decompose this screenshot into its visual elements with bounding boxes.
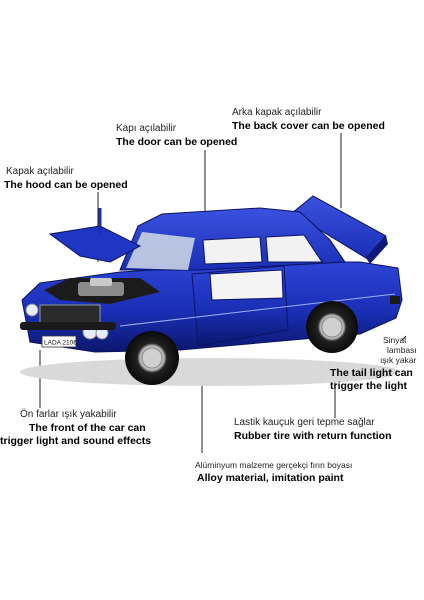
front-label-tr: Ön farlar ışık yakabilir bbox=[20, 409, 117, 420]
hood-label-en: The hood can be opened bbox=[4, 179, 128, 191]
license-plate bbox=[41, 335, 77, 348]
tail-light bbox=[390, 296, 400, 304]
hood-label-tr: Kapak açılabilir bbox=[6, 166, 74, 177]
headlight-left bbox=[25, 303, 39, 317]
car-shadow bbox=[20, 358, 400, 386]
back-label-en: The back cover can be opened bbox=[232, 120, 385, 132]
tail-label-tr-2: lambası bbox=[387, 345, 417, 355]
tire-label-tr: Lastik kauçuk geri tepme sağlar bbox=[234, 417, 375, 428]
door-label-tr: Kapı açılabilir bbox=[116, 123, 177, 134]
front-label-en-2: trigger light and sound effects bbox=[0, 435, 152, 447]
tail-label-en-2: trigger the light bbox=[330, 380, 407, 392]
tail-label-tr-1: Sinyal bbox=[383, 335, 407, 345]
front-label-en-1: The front of the car can bbox=[29, 422, 146, 434]
side-window-front bbox=[202, 236, 263, 265]
door-label-en: The door can be opened bbox=[116, 136, 238, 148]
material-label-en: Alloy material, imitation paint bbox=[197, 472, 344, 484]
hood-lid bbox=[48, 225, 142, 263]
material-label-tr: Alüminyum malzeme gerçekçi fırın boyası bbox=[195, 460, 353, 470]
tail-label-tr-3: ışık yakar bbox=[380, 355, 417, 365]
back-label-tr: Arka kapak açılabilir bbox=[232, 107, 322, 118]
tire-label-en: Rubber tire with return function bbox=[234, 430, 392, 442]
windshield bbox=[126, 232, 195, 270]
license-plate-text: LADA 2106 bbox=[44, 340, 77, 347]
front-bumper bbox=[20, 322, 116, 330]
tail-leader bbox=[401, 335, 407, 341]
tail-label-en-1: The tail light can bbox=[330, 367, 413, 379]
side-window-rear bbox=[265, 234, 323, 263]
